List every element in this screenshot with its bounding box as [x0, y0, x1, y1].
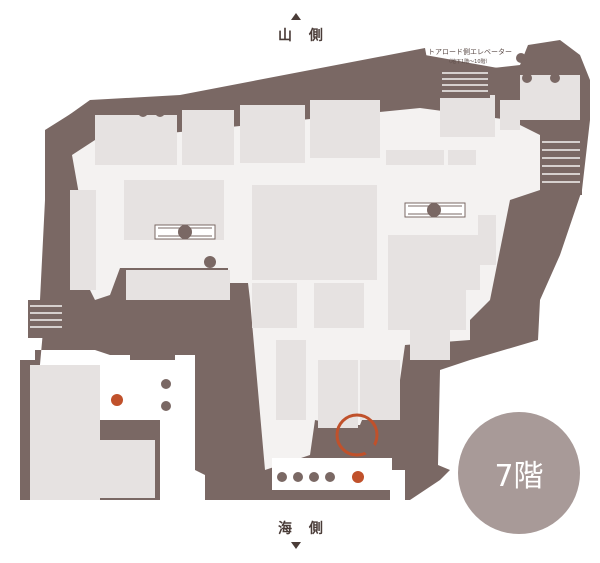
- restroom-icon: [352, 471, 364, 483]
- stairs-top: [440, 68, 490, 98]
- current-location-icon: [364, 443, 376, 455]
- elevator-icon: [516, 53, 526, 63]
- baby-care-icon: [155, 107, 165, 117]
- escalator-left: [154, 224, 216, 240]
- elevator-label: トアロード側エレベーター: [428, 48, 512, 56]
- shop-blocks: [30, 75, 580, 500]
- floor-badge: 7階: [458, 412, 580, 534]
- current-location-marker: [335, 413, 379, 457]
- nursing-room-icon: [204, 256, 216, 268]
- elevator-icon: [309, 472, 319, 482]
- south-label: 海 側: [278, 521, 329, 537]
- elevator-icon: [277, 472, 287, 482]
- floor-label: 7階: [494, 459, 544, 494]
- elevator-icon: [325, 472, 335, 482]
- escalator-right: [404, 202, 466, 218]
- wheelchair-icon: [138, 107, 148, 117]
- elevator-note: （地下1階〜10階）: [446, 59, 491, 65]
- stairs-left: [28, 300, 63, 338]
- elevator-icon: [161, 379, 171, 389]
- south-arrow-icon: [291, 542, 301, 549]
- telephone-icon: [550, 73, 560, 83]
- restroom-icon: [111, 394, 123, 406]
- north-label: 山 側: [278, 28, 329, 44]
- stairs-right: [540, 135, 582, 195]
- elevator-icon: [293, 472, 303, 482]
- north-arrow-icon: [291, 13, 301, 20]
- elevator-icon: [161, 401, 171, 411]
- telephone-icon: [522, 73, 532, 83]
